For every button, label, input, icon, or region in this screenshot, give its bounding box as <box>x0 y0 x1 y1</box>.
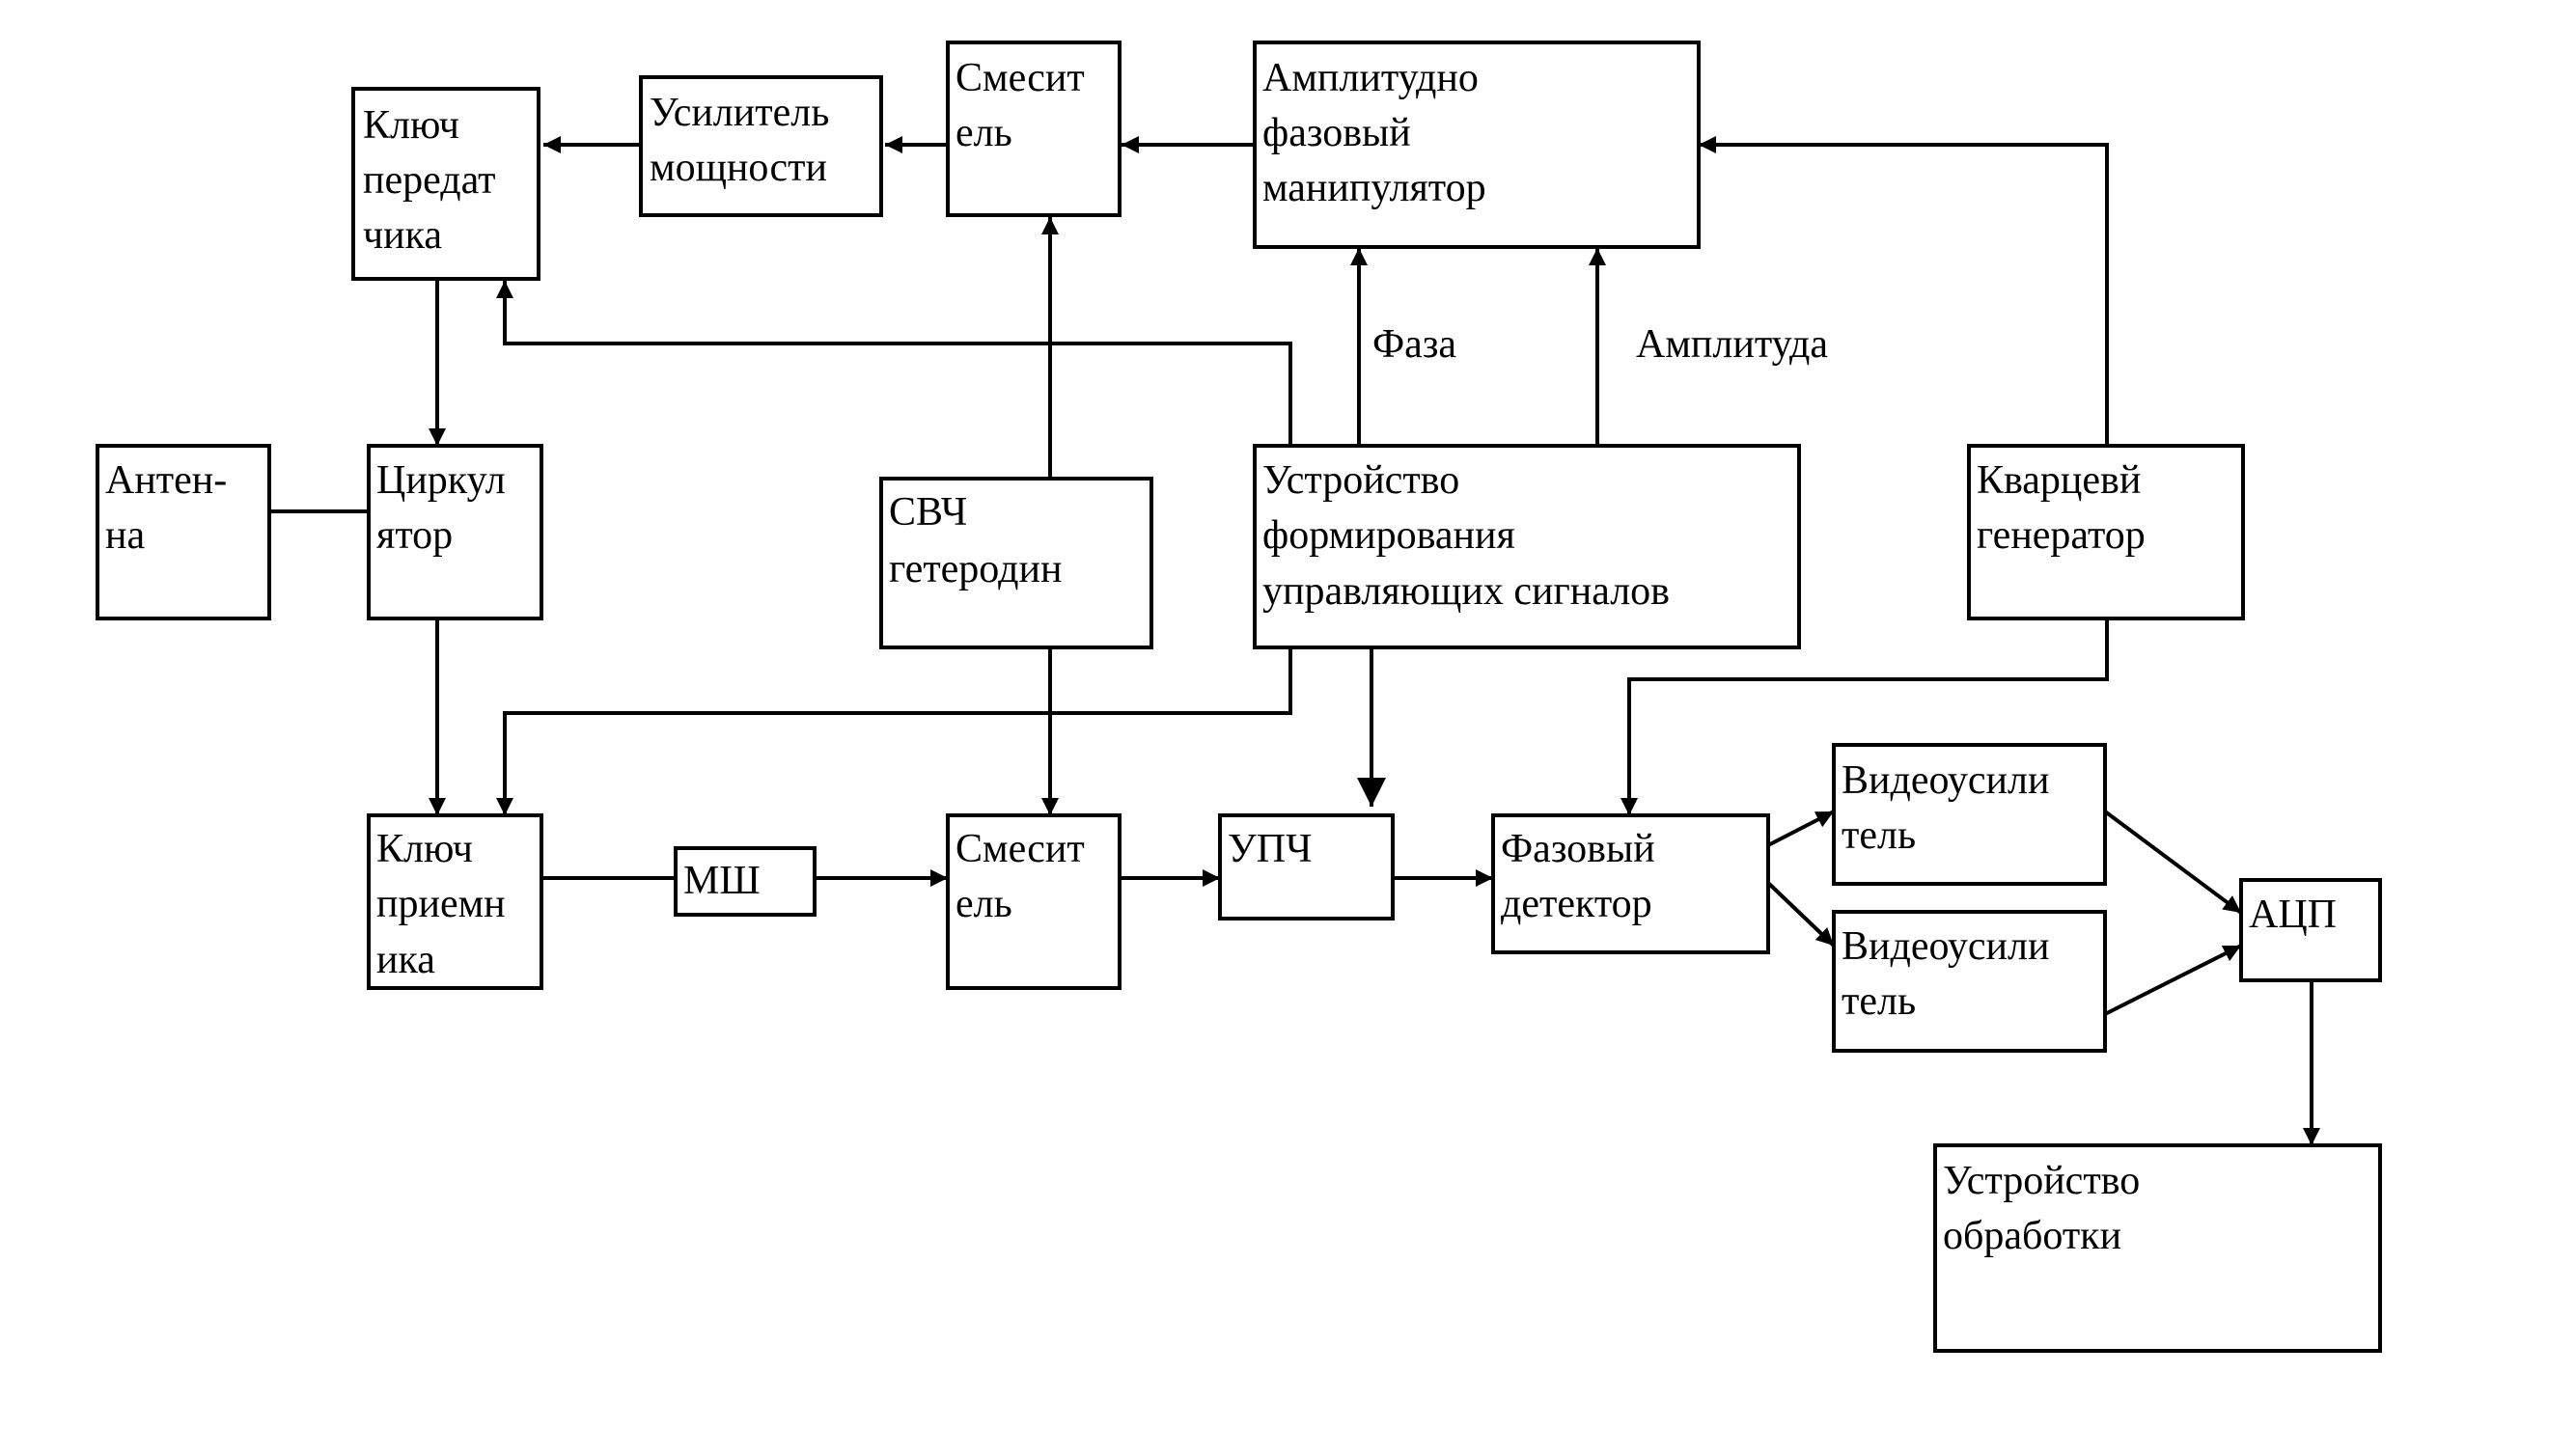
svg-text:Ключ передат чика: Ключ передат чика <box>363 103 506 258</box>
block-if-amplifier: УПЧ <box>1218 813 1395 921</box>
block-mixer-top-line-2: ель <box>956 111 1012 155</box>
block-key-receiver-line-3: ика <box>376 938 435 982</box>
block-video-amplifier-1: Видеоусили тель <box>1832 743 2107 886</box>
block-video-amplifier-1-line-2: тель <box>1842 813 1916 858</box>
block-key-transmitter-line-2: передат <box>363 158 495 203</box>
wire-video2-to-adc <box>2104 944 2242 1016</box>
svg-text:Ключ приемн ика: Ключ приемн ика <box>376 827 515 982</box>
svg-text:Видеоусили тель: Видеоусили тель <box>1842 924 2060 1024</box>
block-amplitude-phase-manipulator: Амплитудно фазовый манипулятор <box>1253 41 1701 249</box>
block-circulator-line-1: Циркул <box>376 458 506 503</box>
block-amplitude-phase-manipulator-line-3: манипулятор <box>1262 166 1486 210</box>
svg-text:Смесит ель: Смесит ель <box>956 56 1094 155</box>
block-phase-detector: Фазовый детектор <box>1491 813 1770 954</box>
wire-phase-det-to-video1 <box>1767 810 1835 847</box>
svg-text:МШ: МШ <box>683 859 761 903</box>
block-video-amplifier-1-line-1: Видеоусили <box>1842 758 2049 803</box>
block-control-signal-generator-line-1: Устройство <box>1262 458 1459 503</box>
block-crystal-oscillator: Кварцевй генератор <box>1967 444 2245 620</box>
svg-text:СВЧ гетеродин: СВЧ гетеродин <box>889 490 1062 591</box>
block-antenna-line-2: на <box>105 513 145 558</box>
wire-ctrl-to-key-tx <box>496 281 1292 446</box>
signal-labels: Фаза Амплитуда <box>1372 322 1828 367</box>
block-key-transmitter-line-3: чика <box>363 213 442 258</box>
block-crystal-oscillator-line-2: генератор <box>1977 513 2146 558</box>
block-mixer-top-line-1: Смесит <box>956 56 1085 100</box>
label-phase: Фаза <box>1372 322 1456 367</box>
block-adc-line-1: АЦП <box>2249 893 2337 937</box>
connections <box>269 136 2320 1145</box>
svg-text:Амплитудно фазовый: Амплитудно фазовый манипулятор <box>1262 56 1488 210</box>
label-amplitude: Амплитуда <box>1636 322 1828 367</box>
block-processing-unit-line-2: обработки <box>1943 1214 2121 1258</box>
block-mixer-bottom-line-2: ель <box>956 882 1012 926</box>
svg-text:Устройство формирования: Устройство формирования управляющих сигн… <box>1262 458 1670 614</box>
wire-ctrl-to-key-rx <box>496 649 1292 815</box>
block-if-amplifier-line-1: УПЧ <box>1228 827 1312 871</box>
block-microwave-lo-line-1: СВЧ <box>889 490 967 535</box>
block-processing-unit-line-1: Устройство <box>1943 1159 2140 1203</box>
block-crystal-oscillator-line-1: Кварцевй <box>1977 458 2141 503</box>
block-key-transmitter-line-1: Ключ <box>363 103 459 148</box>
block-key-receiver: Ключ приемн ика <box>367 813 543 990</box>
block-control-signal-generator-line-3: управляющих сигналов <box>1262 569 1670 614</box>
svg-text:УПЧ: УПЧ <box>1228 827 1312 871</box>
block-phase-detector-line-1: Фазовый <box>1501 827 1655 871</box>
svg-text:Кварцевй генератор: Кварцевй генератор <box>1977 458 2151 558</box>
block-circulator-line-2: ятор <box>376 513 453 558</box>
block-key-receiver-line-1: Ключ <box>376 827 473 871</box>
block-lna-line-1: МШ <box>683 859 761 903</box>
wire-video1-to-adc <box>2103 810 2243 915</box>
block-mixer-top: Смесит ель <box>946 41 1122 217</box>
block-power-amplifier-line-1: Усилитель <box>650 91 829 135</box>
block-adc: АЦП <box>2239 878 2382 982</box>
wire-crystal-to-phase-det <box>1620 618 2109 815</box>
block-video-amplifier-2: Видеоусили тель <box>1832 910 2107 1053</box>
block-phase-detector-line-2: детектор <box>1501 882 1652 926</box>
svg-text:АЦП: АЦП <box>2249 893 2337 937</box>
svg-text:Фазовый детектор: Фазовый детектор <box>1501 827 1665 926</box>
svg-text:Смесит ель: Смесит ель <box>956 827 1094 926</box>
block-key-receiver-line-2: приемн <box>376 882 506 926</box>
svg-text:Устройство обработки: Устройство обработки <box>1943 1159 2150 1258</box>
svg-text:Усилитель мощности: Усилитель мощности <box>650 91 840 190</box>
block-antenna: Антен- на <box>96 444 271 620</box>
block-processing-unit: Устройство обработки <box>1933 1143 2382 1353</box>
block-video-amplifier-2-line-2: тель <box>1842 979 1916 1024</box>
block-video-amplifier-2-line-1: Видеоусили <box>1842 924 2049 969</box>
block-power-amplifier: Усилитель мощности <box>639 75 883 217</box>
block-amplitude-phase-manipulator-line-1: Амплитудно <box>1262 56 1479 100</box>
svg-text:Циркул ятор: Циркул ятор <box>376 458 515 558</box>
wire-phase-det-to-video2 <box>1766 881 1836 948</box>
wire-crystal-to-manip <box>1699 136 2109 446</box>
block-antenna-line-1: Антен- <box>105 458 227 503</box>
block-circulator: Циркул ятор <box>367 444 543 620</box>
block-mixer-bottom: Смесит ель <box>946 813 1122 990</box>
block-control-signal-generator-line-2: формирования <box>1262 513 1515 558</box>
block-key-transmitter: Ключ передат чика <box>351 87 540 281</box>
block-microwave-lo: СВЧ гетеродин <box>879 477 1153 649</box>
block-lna: МШ <box>674 846 817 917</box>
block-microwave-lo-line-2: гетеродин <box>889 547 1062 591</box>
block-amplitude-phase-manipulator-line-2: фазовый <box>1262 111 1411 155</box>
block-mixer-bottom-line-1: Смесит <box>956 827 1085 871</box>
svg-text:Антен- на: Антен- на <box>105 458 237 558</box>
svg-text:Видеоусили тель: Видеоусили тель <box>1842 758 2060 858</box>
block-power-amplifier-line-2: мощности <box>650 146 827 190</box>
block-control-signal-generator: Устройство формирования управляющих сигн… <box>1253 444 1801 649</box>
